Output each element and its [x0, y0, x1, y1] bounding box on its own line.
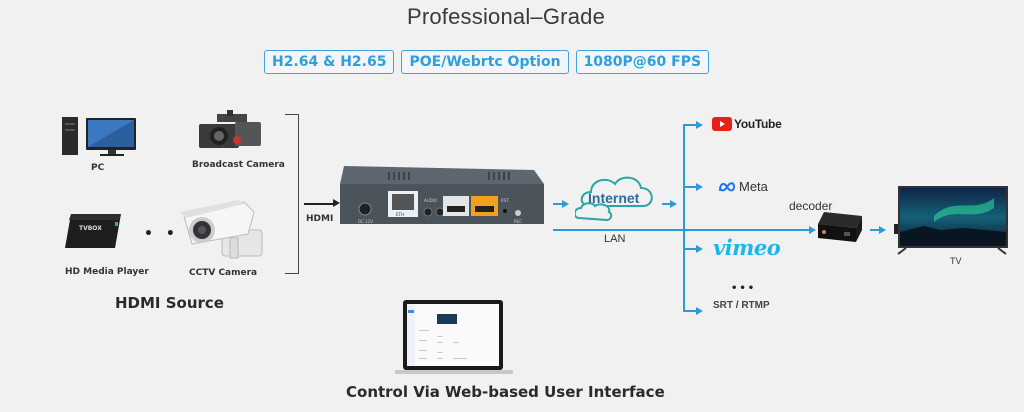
vimeo-icon: vimeo [713, 235, 781, 260]
laptop-web-ui-icon [395, 300, 513, 380]
branch-meta [683, 186, 697, 188]
pc-icon [62, 115, 138, 161]
arrow-to-internet-line [553, 203, 563, 205]
page-title: Professional–Grade [406, 4, 606, 29]
source-bracket [285, 114, 299, 274]
lan-arrow-head [809, 226, 816, 234]
arrow-vimeo [696, 245, 703, 253]
branch-srt [683, 310, 697, 312]
arrow-from-internet-head [670, 200, 677, 208]
arrow-meta [696, 183, 703, 191]
more-sources-ellipsis: • • • [144, 226, 201, 242]
internet-cloud-icon [573, 172, 659, 228]
lan-label: LAN [604, 233, 626, 245]
platform-youtube: YouTube [712, 117, 782, 131]
media-player-label: HD Media Player [65, 267, 149, 277]
badge-poe: POE/Webrtc Option [401, 50, 569, 74]
platform-meta: Meta [718, 179, 768, 194]
ellipsis-icon: ••• [731, 283, 757, 294]
lan-line [553, 229, 811, 231]
encoder-device: DC 12V ETH AUDIO RST REC [338, 166, 544, 232]
meta-icon [719, 181, 736, 191]
arrow-youtube [696, 121, 703, 129]
cctv-camera-icon [178, 200, 268, 270]
pc-label: PC [91, 163, 105, 173]
arrow-to-tv-head [879, 226, 886, 234]
meta-label: Meta [739, 179, 768, 194]
tvbox-text: TVBOX [79, 225, 102, 232]
tv-icon [894, 186, 1010, 260]
arrow-from-internet-line [662, 203, 671, 205]
decoder-label: decoder [789, 199, 833, 213]
branch-vimeo [683, 248, 697, 250]
broadcast-camera-icon [197, 110, 265, 156]
youtube-label: YouTube [734, 117, 782, 131]
svg-text:ETH: ETH [396, 212, 404, 217]
media-player-icon: TVBOX [63, 212, 123, 256]
badge-codec: H2.64 & H2.65 [264, 50, 395, 74]
broadcast-camera-label: Broadcast Camera [192, 160, 285, 170]
decoder-device-icon [816, 212, 862, 248]
badge-resolution: 1080P@60 FPS [575, 50, 710, 74]
svg-text:AUDIO: AUDIO [424, 198, 437, 203]
hdmi-arrow-head [333, 199, 340, 207]
arrow-to-tv-line [870, 229, 880, 231]
svg-text:REC: REC [514, 219, 522, 224]
svg-text:DC 12V: DC 12V [358, 219, 373, 224]
cctv-camera-label: CCTV Camera [189, 268, 258, 278]
internet-label: Internet [588, 190, 640, 206]
control-web-ui-caption: Control Via Web-based User Interface [346, 383, 665, 401]
youtube-icon [712, 117, 732, 131]
arrow-to-internet-head [562, 200, 569, 208]
svg-text:RST: RST [501, 198, 509, 203]
branch-youtube [683, 124, 697, 126]
hdmi-arrow-line [304, 203, 336, 205]
tv-label: TV [950, 256, 962, 266]
feature-badges: H2.64 & H2.65 POE/Webrtc Option 1080P@60… [264, 50, 710, 74]
srt-rtmp-label: SRT / RTMP [713, 300, 770, 311]
hdmi-label: HDMI [306, 214, 334, 224]
arrow-srt [696, 307, 703, 315]
platform-trunk-line [683, 124, 685, 311]
hdmi-source-heading: HDMI Source [115, 294, 224, 312]
